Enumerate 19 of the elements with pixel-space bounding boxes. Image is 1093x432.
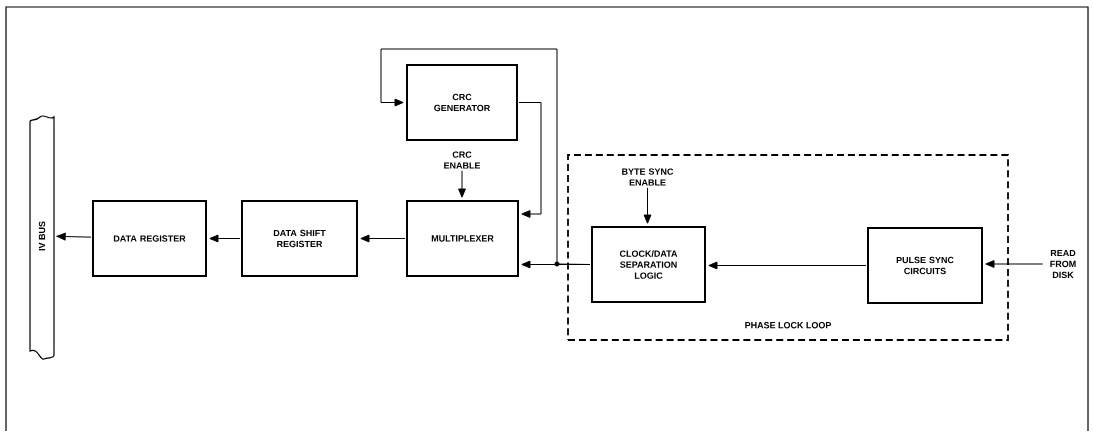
block-box: MULTIPLEXER bbox=[406, 200, 519, 277]
arrow bbox=[643, 187, 652, 224]
arrow bbox=[985, 260, 1044, 268]
signal-label: READ FROM DISK bbox=[1050, 249, 1076, 279]
block-box: CLOCK/DATA SEPARATION LOGIC bbox=[591, 226, 706, 303]
arrow bbox=[518, 102, 542, 218]
arrow bbox=[708, 261, 867, 270]
arrow bbox=[380, 48, 591, 265]
bus-bar: IV BUS bbox=[29, 115, 55, 360]
signal-label: BYTE SYNC ENABLE bbox=[622, 168, 674, 186]
signal-label: CRC ENABLE bbox=[444, 151, 481, 169]
block-box: PULSE SYNC CIRCUITS bbox=[867, 227, 983, 304]
arrow bbox=[360, 234, 406, 243]
arrow bbox=[209, 234, 241, 243]
block-box: CRC GENERATOR bbox=[406, 64, 518, 141]
block-box: DATA REGISTER bbox=[92, 200, 207, 277]
arrow bbox=[458, 170, 466, 198]
arrow bbox=[56, 232, 92, 241]
block-box: DATA SHIFT REGISTER bbox=[241, 200, 358, 277]
